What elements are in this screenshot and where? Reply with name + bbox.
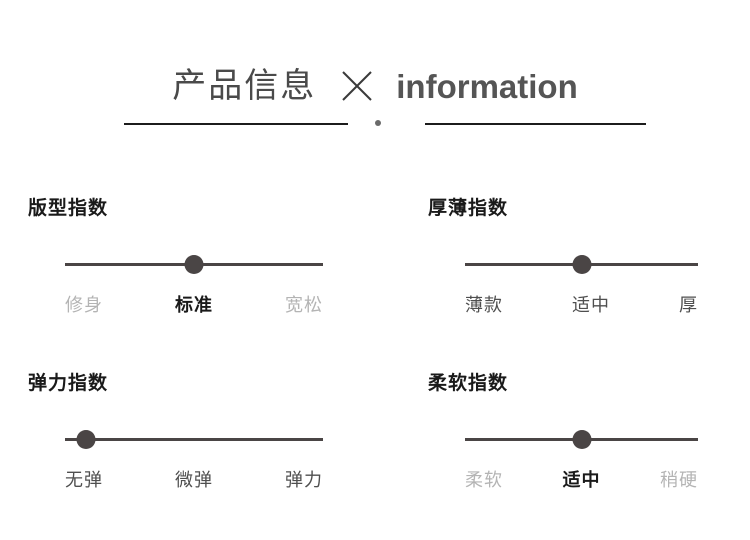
index-title-fit: 版型指数 xyxy=(28,198,109,219)
x-cross-icon xyxy=(340,69,374,103)
slider-tick-label[interactable]: 标准 xyxy=(175,294,213,315)
slider-thickness[interactable] xyxy=(465,253,698,275)
slider-softness[interactable] xyxy=(465,428,698,450)
slider-ticks-thickness: 薄款 适中 厚 xyxy=(465,291,698,317)
header-rule-right xyxy=(425,123,646,125)
index-card-softness: 柔软指数 柔软 适中 稍硬 xyxy=(375,365,750,540)
slider-knob-thickness[interactable] xyxy=(572,254,591,274)
slider-tick-label[interactable]: 稍硬 xyxy=(660,469,698,490)
slider-tick-label[interactable]: 微弹 xyxy=(175,469,213,490)
slider-fit[interactable] xyxy=(65,253,323,275)
page-title-en: information xyxy=(396,67,578,105)
header-center-dot xyxy=(375,120,381,126)
page-header: 产品信息 information xyxy=(0,0,750,150)
index-card-thickness: 厚薄指数 薄款 适中 厚 xyxy=(375,190,750,365)
slider-tick-label[interactable]: 宽松 xyxy=(285,294,323,315)
index-card-fit: 版型指数 修身 标准 宽松 xyxy=(0,190,375,365)
header-rule-left xyxy=(124,123,348,125)
index-title-softness: 柔软指数 xyxy=(428,373,509,394)
slider-track-elasticity[interactable] xyxy=(65,437,323,441)
slider-tick-label[interactable]: 厚 xyxy=(679,294,698,315)
index-card-elasticity: 弹力指数 无弹 微弹 弹力 xyxy=(0,365,375,540)
slider-tick-label[interactable]: 弹力 xyxy=(285,469,323,490)
slider-tick-label[interactable]: 柔软 xyxy=(465,469,503,490)
slider-tick-label[interactable]: 无弹 xyxy=(65,469,103,490)
index-title-thickness: 厚薄指数 xyxy=(428,198,509,219)
slider-tick-label[interactable]: 适中 xyxy=(572,294,610,315)
page-title-cn: 产品信息 xyxy=(172,67,317,105)
index-title-elasticity: 弹力指数 xyxy=(28,373,109,394)
header-title-row: 产品信息 information xyxy=(0,60,750,112)
slider-knob-elasticity[interactable] xyxy=(76,429,96,449)
slider-elasticity[interactable] xyxy=(65,428,323,450)
slider-knob-fit[interactable] xyxy=(184,254,204,274)
slider-ticks-fit: 修身 标准 宽松 xyxy=(65,291,323,317)
slider-ticks-softness: 柔软 适中 稍硬 xyxy=(465,466,698,492)
slider-ticks-elasticity: 无弹 微弹 弹力 xyxy=(65,466,323,492)
slider-tick-label[interactable]: 薄款 xyxy=(465,294,503,315)
slider-tick-label[interactable]: 适中 xyxy=(562,469,601,490)
slider-tick-label[interactable]: 修身 xyxy=(65,294,103,315)
index-grid: 版型指数 修身 标准 宽松 厚薄指数 薄款 适中 厚 弹力指数 无 xyxy=(0,190,750,540)
slider-knob-softness[interactable] xyxy=(572,429,591,449)
